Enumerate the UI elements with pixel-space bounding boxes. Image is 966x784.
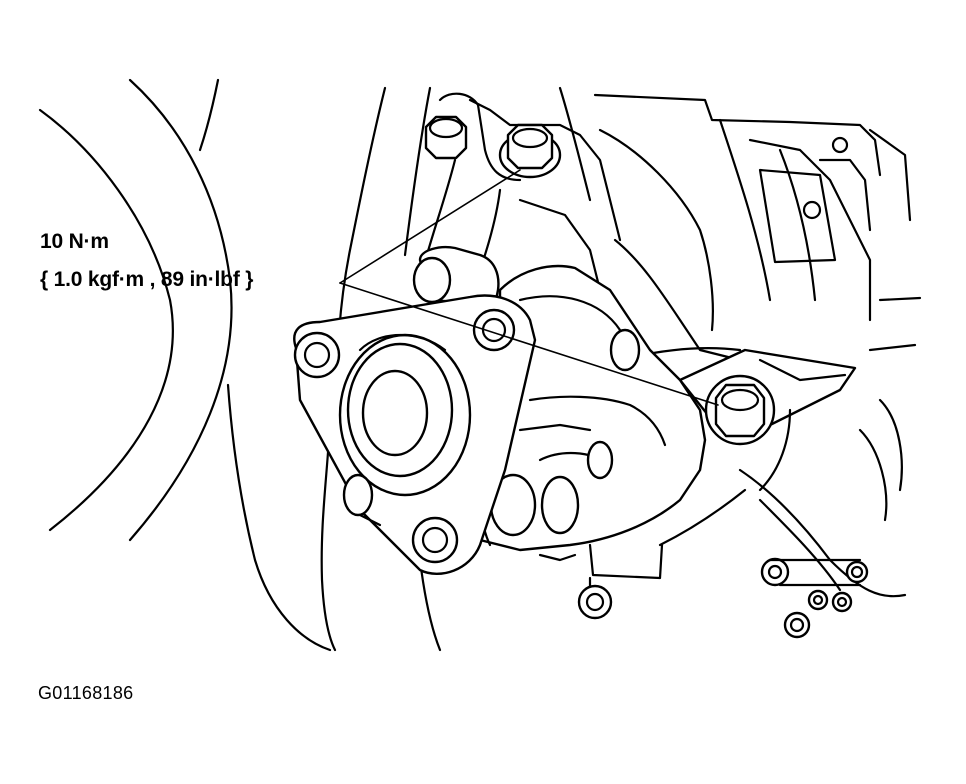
boss-cylinder — [412, 246, 500, 307]
callout-leader-lines — [339, 169, 719, 406]
torque-value-alt-units: { 1.0 kgf·m , 89 in·lbf } — [40, 268, 254, 291]
top-bolt-right — [498, 123, 562, 179]
lower-right-bolt — [704, 374, 776, 446]
lower-eyelets — [577, 557, 869, 639]
figure-id: G01168186 — [38, 683, 134, 703]
pump-flange — [293, 294, 537, 575]
torque-value-nm: 10 N·m — [40, 230, 109, 253]
left-cover-curves — [38, 78, 332, 652]
lower-stud — [342, 473, 382, 527]
top-bolt-left — [424, 115, 468, 160]
